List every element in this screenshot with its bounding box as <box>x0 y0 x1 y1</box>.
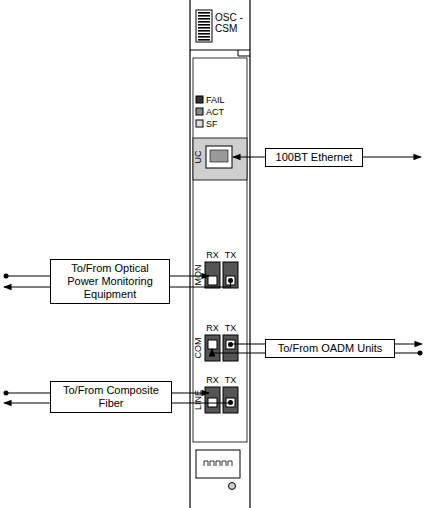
mon-rx-port <box>205 262 220 288</box>
box-label: 100BT Ethernet <box>271 151 357 164</box>
fiber-end-dot <box>4 274 9 279</box>
faceplate-panel <box>193 58 247 442</box>
handle-notch <box>238 50 250 56</box>
interface-box: 100BT Ethernet <box>265 148 363 167</box>
rj45-jack <box>206 146 232 168</box>
box-label: To/From Optical Power Monitoring Equipme… <box>56 262 164 301</box>
vent-slot <box>198 24 210 26</box>
ejector-latch <box>196 450 240 478</box>
line-rx-port <box>205 387 220 413</box>
signal-name: TX <box>225 375 237 385</box>
handle-edge <box>190 50 250 51</box>
box-label: To/From Composite Fiber <box>56 384 166 410</box>
vent-slot <box>198 36 210 38</box>
vent-slot <box>198 15 210 17</box>
line-tx-port <box>223 387 238 413</box>
vent-slot <box>198 21 210 23</box>
vent-slot <box>198 39 210 41</box>
port-name: COM <box>193 338 203 359</box>
card-name: OSC -CSM <box>215 12 245 34</box>
led-label: SF <box>206 119 218 129</box>
port-name: UC <box>193 151 203 164</box>
rj45-socket <box>210 150 228 162</box>
sf-led <box>196 120 203 127</box>
act-led <box>196 108 203 115</box>
com-rx-connector <box>208 340 217 349</box>
com-tx-port <box>223 335 238 361</box>
signal-name: RX <box>206 250 219 260</box>
vent-frame <box>196 10 212 42</box>
signal-name: RX <box>206 375 219 385</box>
card-outline <box>190 0 250 508</box>
com-rx-port <box>205 335 220 361</box>
signal-name: RX <box>206 323 219 333</box>
led-label: FAIL <box>206 95 225 105</box>
fiber-end-dot <box>4 391 9 396</box>
mon-rx-connector <box>208 276 217 285</box>
interface-box: To/From Optical Power Monitoring Equipme… <box>50 259 170 304</box>
interface-box: To/From Composite Fiber <box>50 381 172 413</box>
captive-screw <box>229 483 236 490</box>
port-name: LINE <box>193 390 203 410</box>
vent-slot <box>198 18 210 20</box>
fiber-end-dot <box>418 351 423 356</box>
vent-slot <box>198 33 210 35</box>
uc-panel <box>193 138 247 180</box>
led-label: ACT <box>206 107 224 117</box>
signal-name: TX <box>225 323 237 333</box>
box-label: To/From OADM Units <box>271 342 389 355</box>
vent-slot <box>198 27 210 29</box>
interface-box: To/From OADM Units <box>265 339 395 358</box>
port-name: MON <box>193 265 203 286</box>
vent-slot <box>198 30 210 32</box>
latch-grip <box>204 461 232 466</box>
fail-led <box>196 96 203 103</box>
vent-slot <box>198 12 210 14</box>
signal-name: TX <box>225 250 237 260</box>
vent-slots <box>196 10 212 42</box>
